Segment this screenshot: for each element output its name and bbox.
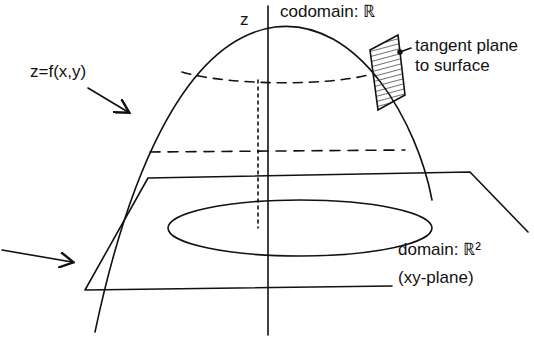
domain-note: (xy-plane)	[398, 268, 474, 288]
dome-surface	[95, 26, 432, 332]
level-curve-top	[182, 72, 372, 83]
domain-plane	[85, 172, 528, 290]
domain-label: domain: ℝ²	[398, 240, 481, 260]
level-curve-mid	[150, 150, 405, 152]
codomain-label: codomain: ℝ	[280, 2, 375, 22]
tangent-plane	[370, 35, 405, 110]
leader-dot	[398, 50, 402, 54]
surface-arrow	[88, 88, 128, 112]
domain-arrow	[2, 250, 72, 262]
projection-line	[257, 80, 259, 228]
function-label: z=f(x,y)	[30, 62, 86, 82]
axis-label: z	[240, 10, 249, 30]
base-ellipse	[168, 200, 432, 256]
tangent-plane-label: tangent plane to surface	[415, 36, 527, 75]
z-axis	[267, 6, 269, 335]
